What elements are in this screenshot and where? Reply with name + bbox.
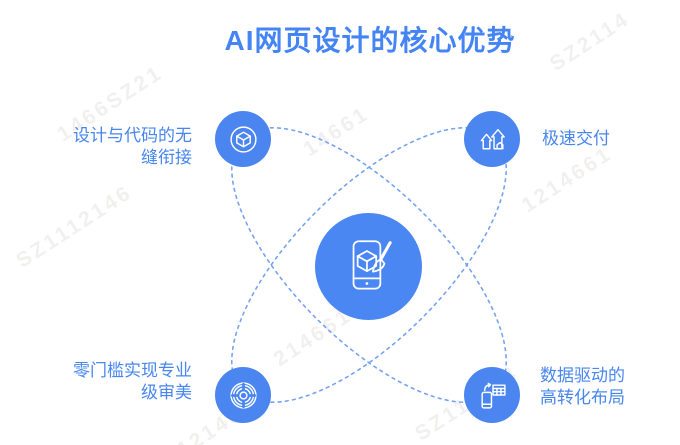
feature-label-aesthetics: 零门槛实现专业 级审美 <box>73 360 192 404</box>
feature-label-line: 零门槛实现专业 <box>73 361 192 380</box>
feature-label-line: 高转化布局 <box>540 388 625 407</box>
feature-label-line: 级审美 <box>141 383 192 402</box>
growth-arrows-icon <box>480 128 505 150</box>
feature-label-data-layout: 数据驱动的 高转化布局 <box>540 365 625 409</box>
phone-cube-brush-icon <box>352 239 392 290</box>
feature-node-fast-delivery <box>464 111 520 167</box>
feature-label-line: 极速交付 <box>542 129 610 148</box>
feature-label-seamless: 设计与代码的无 缝衔接 <box>73 125 192 169</box>
feature-label-fast-delivery: 极速交付 <box>542 128 610 150</box>
center-node <box>315 213 422 320</box>
cube-3d-icon <box>229 125 257 153</box>
feature-label-line: 设计与代码的无 <box>73 126 192 145</box>
design-wheel-icon <box>229 381 257 409</box>
feature-label-line: 缝衔接 <box>141 148 192 167</box>
feature-node-aesthetics <box>215 367 271 423</box>
feature-node-data-layout <box>464 367 520 423</box>
phone-data-sync-icon <box>480 382 506 409</box>
page-title: AI网页设计的核心优势 <box>224 25 516 56</box>
feature-label-line: 数据驱动的 <box>540 366 625 385</box>
feature-node-seamless <box>215 111 271 167</box>
